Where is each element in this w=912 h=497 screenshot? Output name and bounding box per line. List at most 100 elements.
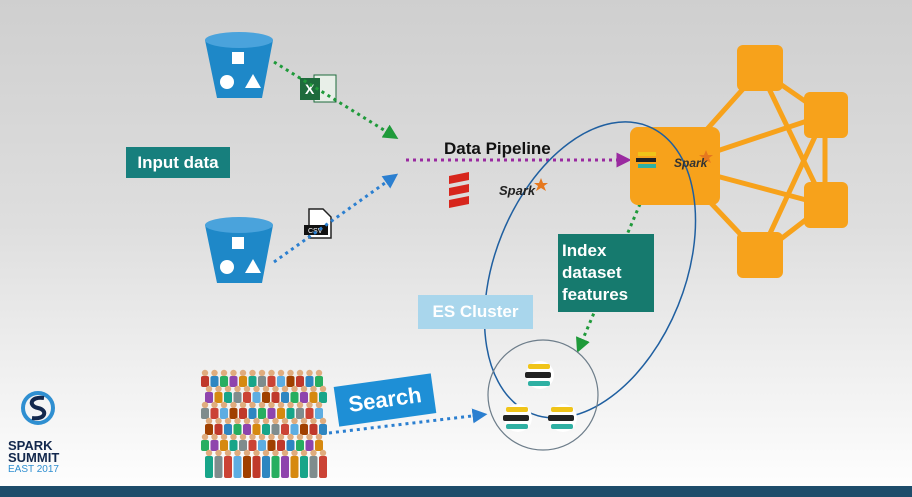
scala-icon [449,172,469,208]
person-head [205,385,213,393]
person-body [286,408,295,419]
index-line-1: Index [562,241,607,260]
person-head [296,401,304,409]
person-head [211,401,218,409]
person-head [306,369,313,377]
person-head [201,369,209,377]
person-head [249,433,256,441]
person-body [281,456,289,478]
person-head [319,385,327,393]
person-body [220,440,228,451]
bucket-icon [205,32,273,98]
person-head [258,369,266,377]
person-body [201,408,209,419]
person-body [315,376,323,387]
spark-logo-text: Spark [499,183,536,198]
person-body [296,376,304,387]
person-head [281,449,289,457]
person-head [249,369,256,377]
person-body [248,440,257,451]
person-body [315,440,323,451]
person-head [287,401,294,409]
person-body [319,392,327,403]
person-body [210,376,219,387]
person-head [230,369,237,377]
person-body [305,440,314,451]
person-head [234,417,241,425]
person-head [272,449,279,457]
person-head [310,385,317,393]
person-head [253,417,260,425]
person-body [258,408,266,419]
person-head [268,401,275,409]
person-body [233,424,242,435]
person-head [211,433,218,441]
person-head [249,401,256,409]
person-head [277,369,285,377]
person-head [300,449,308,457]
spark-es-node [630,127,720,205]
person-body [262,424,270,435]
person-body [258,376,266,387]
person-body [290,456,299,478]
person-body [277,376,285,387]
bucket-icon [205,217,273,283]
person-head [220,401,228,409]
person-body [252,392,261,403]
person-head [215,449,222,457]
person-head [239,433,247,441]
person-head [272,385,279,393]
person-body [300,424,308,435]
crowd-icon [201,369,327,478]
person-head [315,369,323,377]
person-head [220,433,228,441]
person-body [248,376,257,387]
person-body [281,424,289,435]
index-dataset-features-label: Index dataset features [558,234,654,312]
person-head [243,385,251,393]
cluster-node [737,232,783,278]
person-body [277,408,285,419]
person-body [233,456,242,478]
person-head [253,385,260,393]
person-head [272,417,279,425]
cluster-node [804,182,848,228]
person-head [296,433,304,441]
person-head [291,449,298,457]
person-head [287,433,294,441]
person-head [253,449,260,457]
person-body [229,440,238,451]
person-body [239,408,247,419]
person-body [224,392,232,403]
person-head [277,433,285,441]
person-body [277,440,285,451]
person-body [224,424,232,435]
person-body [286,440,295,451]
csv-arrow [273,173,399,264]
person-body [267,408,276,419]
person-body [224,456,232,478]
person-head [224,385,232,393]
person-head [201,433,209,441]
person-head [230,433,237,441]
person-body [300,392,308,403]
bottom-bar [0,486,912,497]
person-body [262,456,270,478]
person-head [315,401,323,409]
spark-star-icon [699,150,713,163]
es-nodes-circle [487,339,599,451]
person-head [281,417,289,425]
person-body [252,424,261,435]
person-body [229,408,238,419]
person-body [290,424,299,435]
person-head [319,417,327,425]
logo-line-3: EAST 2017 [8,464,59,475]
spark-summit-logo-text: SPARK SUMMIT EAST 2017 [8,439,59,476]
person-body [300,456,308,478]
spark-summit-logo [21,391,55,425]
person-body [239,440,247,451]
person-head [296,369,304,377]
person-head [243,417,251,425]
person-head [319,449,327,457]
